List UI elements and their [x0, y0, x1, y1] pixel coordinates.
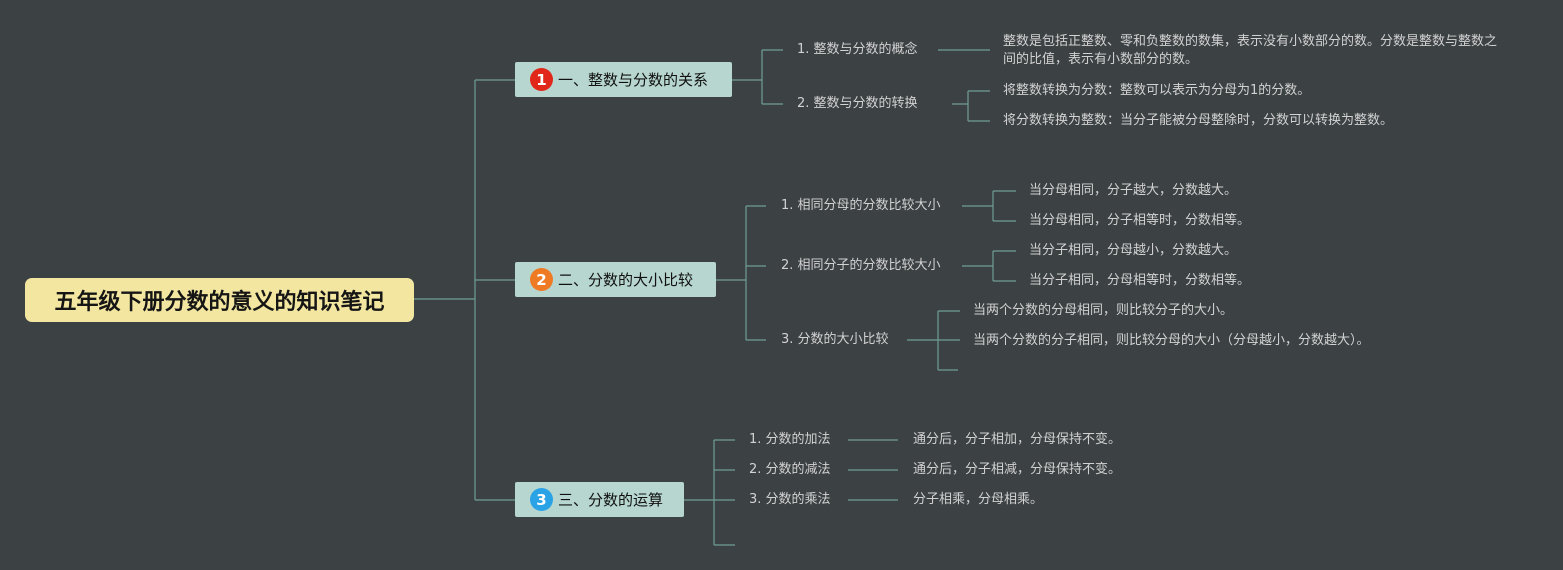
leaf-3-1-1[interactable]: 通分后，分子相加，分母保持不变。: [913, 432, 1122, 447]
topic-1[interactable]: 1 一、整数与分数的关系: [515, 62, 732, 97]
subtopic-2-3[interactable]: 3. 分数的大小比较: [781, 332, 889, 347]
leaf-2-3-2[interactable]: 当两个分数的分子相同，则比较分母的大小（分母越小，分数越大）。: [973, 333, 1370, 348]
leaf-3-2-1[interactable]: 通分后，分子相减，分母保持不变。: [913, 462, 1122, 477]
leaf-2-2-1[interactable]: 当分子相同，分母越小，分数越大。: [1029, 243, 1238, 258]
number-badge-1: 1: [530, 68, 553, 91]
subtopic-2-2[interactable]: 2. 相同分子的分数比较大小: [781, 258, 941, 273]
connector-t2-sub1: [962, 190, 1016, 222]
leaf-2-1-1[interactable]: 当分母相同，分子越大，分数越大。: [1029, 183, 1238, 198]
number-badge-3: 3: [530, 488, 553, 511]
leaf-3-3-1[interactable]: 分子相乘，分母相乘。: [913, 492, 1044, 507]
topic-2-title: 二、分数的大小比较: [558, 271, 694, 289]
subtopic-1-2[interactable]: 2. 整数与分数的转换: [797, 96, 918, 111]
subtopic-1-1[interactable]: 1. 整数与分数的概念: [797, 42, 918, 57]
leaf-2-1-2[interactable]: 当分母相同，分子相等时，分数相等。: [1029, 213, 1251, 228]
leaf-1-1-1[interactable]: 整数是包括正整数、零和负整数的数集，表示没有小数部分的数。分数是整数与整数之间的…: [1003, 34, 1498, 67]
leaf-1-2-1[interactable]: 将整数转换为分数：整数可以表示为分母为1的分数。: [1003, 83, 1311, 98]
root-topic[interactable]: 五年级下册分数的意义的知识笔记: [25, 278, 414, 322]
connector-t2-sub2: [962, 250, 1016, 282]
leaf-1-2-2[interactable]: 将分数转换为整数：当分子能被分母整除时，分数可以转换为整数。: [1003, 113, 1394, 128]
topic-3[interactable]: 3 三、分数的运算: [515, 482, 684, 517]
topic-1-title: 一、整数与分数的关系: [558, 71, 709, 89]
subtopic-3-3[interactable]: 3. 分数的乘法: [749, 492, 831, 507]
subtopic-3-1[interactable]: 1. 分数的加法: [749, 432, 831, 447]
subtopic-2-1[interactable]: 1. 相同分母的分数比较大小: [781, 198, 941, 213]
connector-topic-1: [732, 49, 783, 105]
connector-t1-sub2: [952, 90, 990, 122]
number-badge-2: 2: [530, 268, 553, 291]
topic-3-title: 三、分数的运算: [558, 491, 664, 509]
leaf-2-3-1[interactable]: 当两个分数的分母相同，则比较分子的大小。: [973, 303, 1234, 318]
connector-root: [414, 79, 515, 501]
topic-2[interactable]: 2 二、分数的大小比较: [515, 262, 716, 297]
connector-t2-sub3: [907, 310, 960, 371]
leaf-2-2-2[interactable]: 当分子相同，分母相等时，分数相等。: [1029, 273, 1251, 288]
subtopic-3-2[interactable]: 2. 分数的减法: [749, 462, 831, 477]
connector-topic-3: [684, 439, 735, 546]
connector-topic-2: [716, 205, 766, 341]
